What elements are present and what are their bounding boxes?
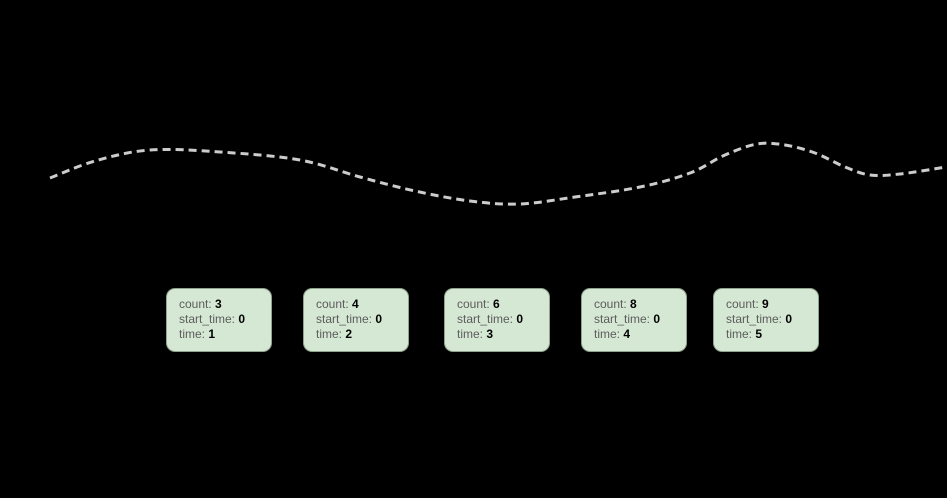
dashed-curve: [49, 141, 947, 206]
field-label: start_time:: [179, 312, 236, 326]
field-count: count: 6: [457, 297, 549, 312]
state-box-t1: count: 3 start_time: 0 time: 1: [166, 288, 272, 352]
field-label: time:: [726, 327, 753, 341]
field-value: 4: [623, 327, 631, 341]
field-label: time:: [179, 327, 206, 341]
field-label: count:: [726, 297, 759, 311]
field-label: time:: [457, 327, 484, 341]
field-label: count:: [179, 297, 212, 311]
field-label: count:: [316, 297, 349, 311]
field-value: 2: [345, 327, 353, 341]
field-time: time: 2: [316, 327, 408, 342]
state-box-t5: count: 9 start_time: 0 time: 5: [713, 288, 819, 352]
field-value: 9: [762, 297, 769, 311]
field-value: 8: [630, 297, 637, 311]
field-value: 0: [785, 312, 793, 326]
field-time: time: 5: [726, 327, 818, 342]
field-count: count: 8: [594, 297, 686, 312]
field-value: 3: [215, 297, 222, 311]
field-label: count:: [594, 297, 627, 311]
field-time: time: 1: [179, 327, 271, 342]
field-value: 0: [653, 312, 661, 326]
field-count: count: 4: [316, 297, 408, 312]
field-start-time: start_time: 0: [594, 312, 686, 327]
field-value: 0: [238, 312, 246, 326]
field-value: 0: [375, 312, 383, 326]
field-label: start_time:: [594, 312, 651, 326]
field-start-time: start_time: 0: [457, 312, 549, 327]
field-value: 0: [516, 312, 524, 326]
field-label: start_time:: [316, 312, 373, 326]
state-box-t2: count: 4 start_time: 0 time: 2: [303, 288, 409, 352]
state-box-t4: count: 8 start_time: 0 time: 4: [581, 288, 687, 352]
field-start-time: start_time: 0: [179, 312, 271, 327]
field-start-time: start_time: 0: [316, 312, 408, 327]
field-label: start_time:: [457, 312, 514, 326]
field-value: 5: [755, 327, 763, 341]
field-start-time: start_time: 0: [726, 312, 818, 327]
field-label: count:: [457, 297, 490, 311]
field-count: count: 9: [726, 297, 818, 312]
field-label: start_time:: [726, 312, 783, 326]
field-value: 6: [493, 297, 500, 311]
field-time: time: 3: [457, 327, 549, 342]
field-label: time:: [316, 327, 343, 341]
field-value: 3: [486, 327, 494, 341]
field-time: time: 4: [594, 327, 686, 342]
field-value: 4: [352, 297, 359, 311]
state-box-t3: count: 6 start_time: 0 time: 3: [444, 288, 550, 352]
field-count: count: 3: [179, 297, 271, 312]
field-value: 1: [208, 327, 216, 341]
field-label: time:: [594, 327, 621, 341]
